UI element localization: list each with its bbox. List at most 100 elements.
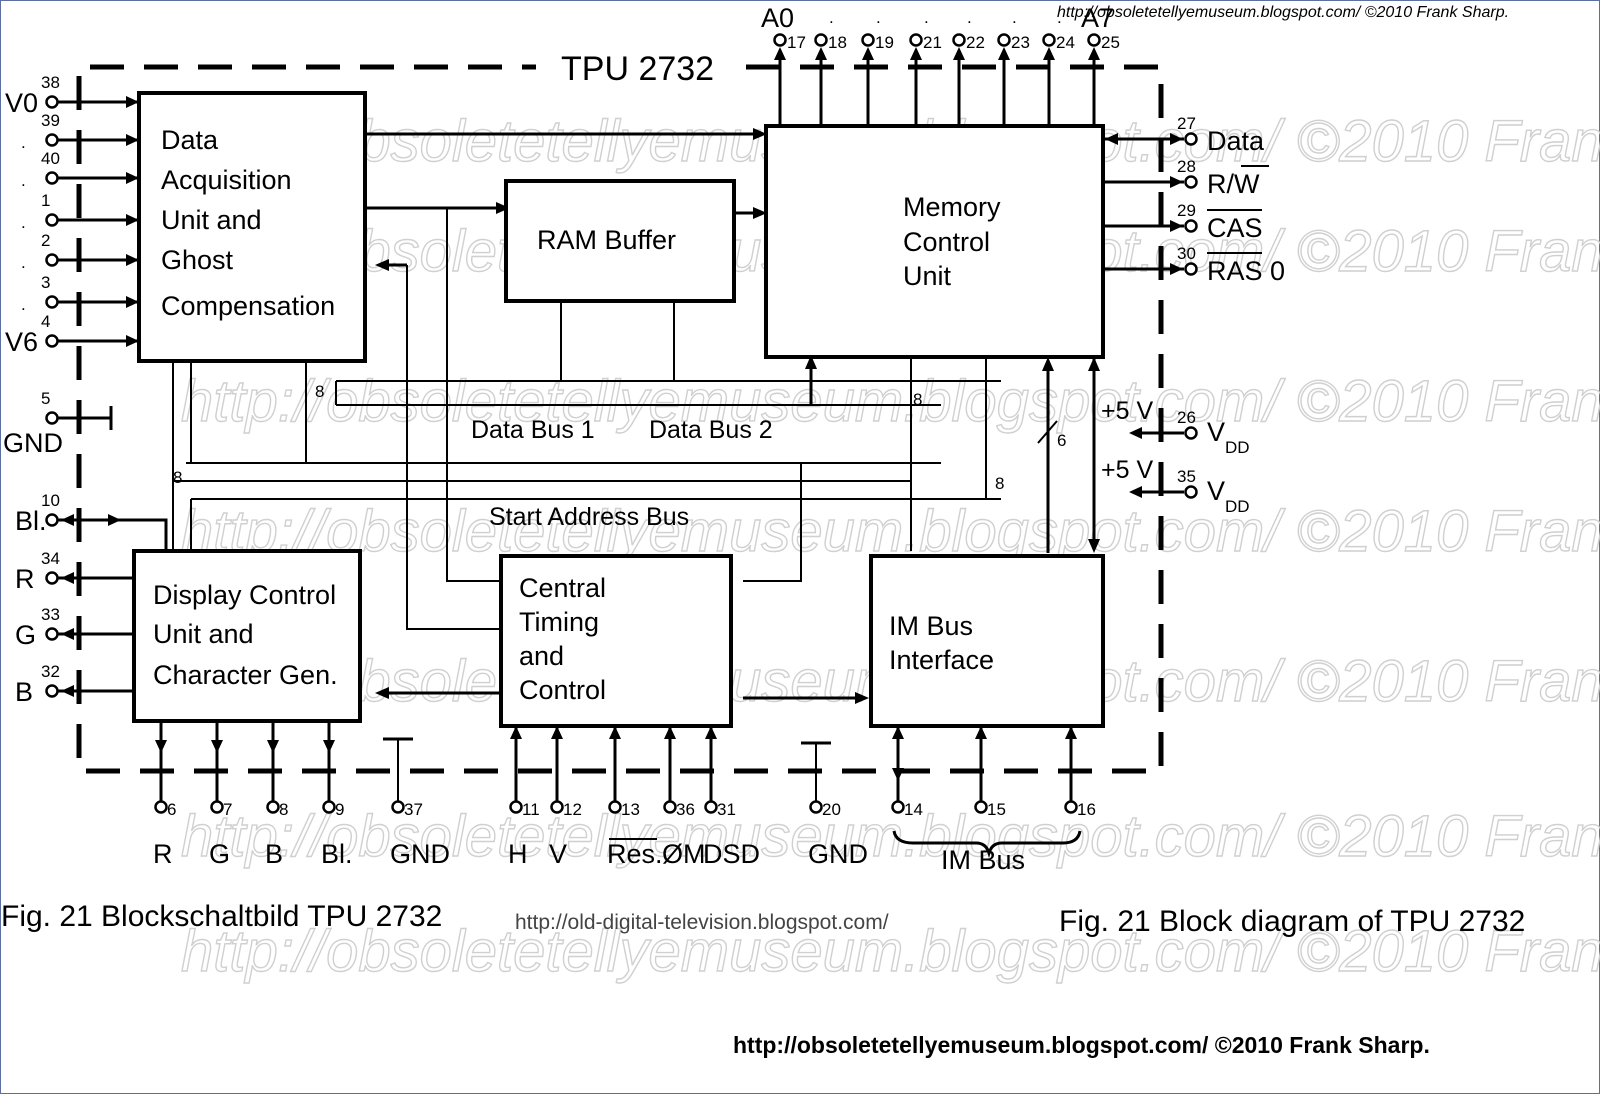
pin-wire: [58, 518, 168, 551]
pin-number: 9: [335, 800, 344, 819]
internal-wiring: [172, 128, 1100, 801]
pin-arrow: [126, 134, 139, 146]
block-acquisition-line: Compensation: [161, 291, 335, 321]
pin-terminal: [550, 800, 564, 814]
pin-terminal: [45, 253, 59, 267]
pin-label: R: [15, 564, 35, 594]
pin-terminal: [45, 133, 59, 147]
pin-arrow: [61, 572, 74, 584]
pin-terminal: [814, 33, 828, 47]
pin-terminal: [266, 800, 280, 814]
pin-terminal: [1042, 33, 1056, 47]
pin-label: .: [1012, 8, 1017, 27]
pin-terminal: [1184, 219, 1198, 233]
pin-label: R: [153, 839, 173, 869]
pin-number: 7: [223, 800, 232, 819]
pin-label: ØM: [662, 839, 706, 869]
pin-label: Bl.: [321, 839, 353, 869]
pin-arrow: [892, 768, 904, 781]
watermark-text: http://obsoletetellyemuseum.blogspot.com…: [181, 919, 1600, 984]
pin-number: 11: [522, 800, 540, 819]
pin-number: 32: [41, 662, 60, 681]
pin-arrow: [126, 172, 139, 184]
im-bus-label: IM Bus: [941, 845, 1025, 875]
pin-terminal: [663, 800, 677, 814]
pin-arrow: [892, 726, 904, 739]
pin-terminal: [861, 33, 875, 47]
pin-number: 36: [676, 800, 695, 819]
pin-number: 17: [787, 33, 806, 52]
supply-voltage: +5 V: [1101, 397, 1153, 425]
pin-arrow: [61, 685, 74, 697]
pin-arrow: [61, 514, 74, 526]
pin-number: 33: [41, 605, 60, 624]
pin-label: Data: [1207, 126, 1265, 156]
pin-label: .: [21, 171, 26, 190]
pin-number: 6: [167, 800, 176, 819]
pin-arrow: [126, 254, 139, 266]
pin-terminal: [952, 33, 966, 47]
pin-terminal: [322, 800, 336, 814]
pin-terminal: [45, 171, 59, 185]
block-timing-line: Central: [519, 573, 606, 603]
pin-number: 16: [1077, 800, 1096, 819]
block-memory-control: Memory Control Unit: [764, 124, 1105, 359]
pin-arrow: [155, 740, 167, 753]
pin-label: .: [829, 8, 834, 27]
pin-number: 2: [41, 231, 50, 250]
bus-label-start-address: Start Address Bus: [489, 503, 689, 531]
pin-arrow: [862, 47, 874, 60]
bus-width-label: 8: [995, 474, 1004, 493]
footer-credit: http://obsoletetellyemuseum.blogspot.com…: [733, 1032, 1430, 1058]
pin-label: V0: [5, 88, 38, 118]
pin-terminal: [210, 800, 224, 814]
pin-terminal: [509, 800, 523, 814]
pin-terminal: [45, 411, 59, 425]
watermark-text: http://obsoletetellyemuseum.blogspot.com…: [181, 499, 1600, 564]
pin-label: V: [549, 839, 567, 869]
block-display-line: Character Gen.: [153, 660, 338, 690]
pin-terminal: [154, 800, 168, 814]
pin-arrow: [551, 726, 563, 739]
pin-terminal: [909, 33, 923, 47]
block-acquisition-line: Ghost: [161, 245, 234, 275]
block-memory-line: Unit: [903, 261, 952, 291]
pin-terminal: [608, 800, 622, 814]
pin-number: 19: [875, 33, 894, 52]
supply-label: V: [1207, 476, 1225, 506]
pin-arrow: [664, 726, 676, 739]
block-memory-line: Control: [903, 227, 990, 257]
pin-terminal: [974, 800, 988, 814]
pin-number: 25: [1101, 33, 1120, 52]
supply-subscript: DD: [1225, 497, 1250, 516]
pin-number: 3: [41, 273, 50, 292]
pin-label: G: [209, 839, 230, 869]
pin-terminal: [45, 95, 59, 109]
bus-label-data-bus-1: Data Bus 1: [471, 416, 595, 444]
block-timing-line: Timing: [519, 607, 599, 637]
pin-number: 10: [41, 491, 60, 510]
bus-width-label: 8: [913, 390, 922, 409]
pin-arrow: [998, 47, 1010, 60]
pin-terminal: [1184, 426, 1198, 440]
pin-label: DSD: [703, 839, 760, 869]
pin-label: GND: [390, 839, 450, 869]
pin-label: V6: [5, 327, 38, 357]
pin-label: .: [924, 8, 929, 27]
pin-label: B: [265, 839, 283, 869]
bus-width-label: 6: [1057, 431, 1066, 450]
block-central-timing: Central Timing and Control: [499, 554, 733, 728]
pin-number: 31: [717, 800, 736, 819]
pin-arrow: [211, 740, 223, 753]
pin-label: GND: [3, 428, 63, 458]
pin-terminal: [1064, 800, 1078, 814]
block-ram-buffer: RAM Buffer: [504, 179, 736, 303]
pin-terminal: [391, 800, 405, 814]
credit-top: http://obsoletetellyemuseum.blogspot.com…: [1057, 4, 1509, 21]
pin-label: Res.: [607, 839, 663, 869]
pin-arrow: [108, 514, 121, 526]
bus-width-label: 8: [173, 468, 182, 487]
